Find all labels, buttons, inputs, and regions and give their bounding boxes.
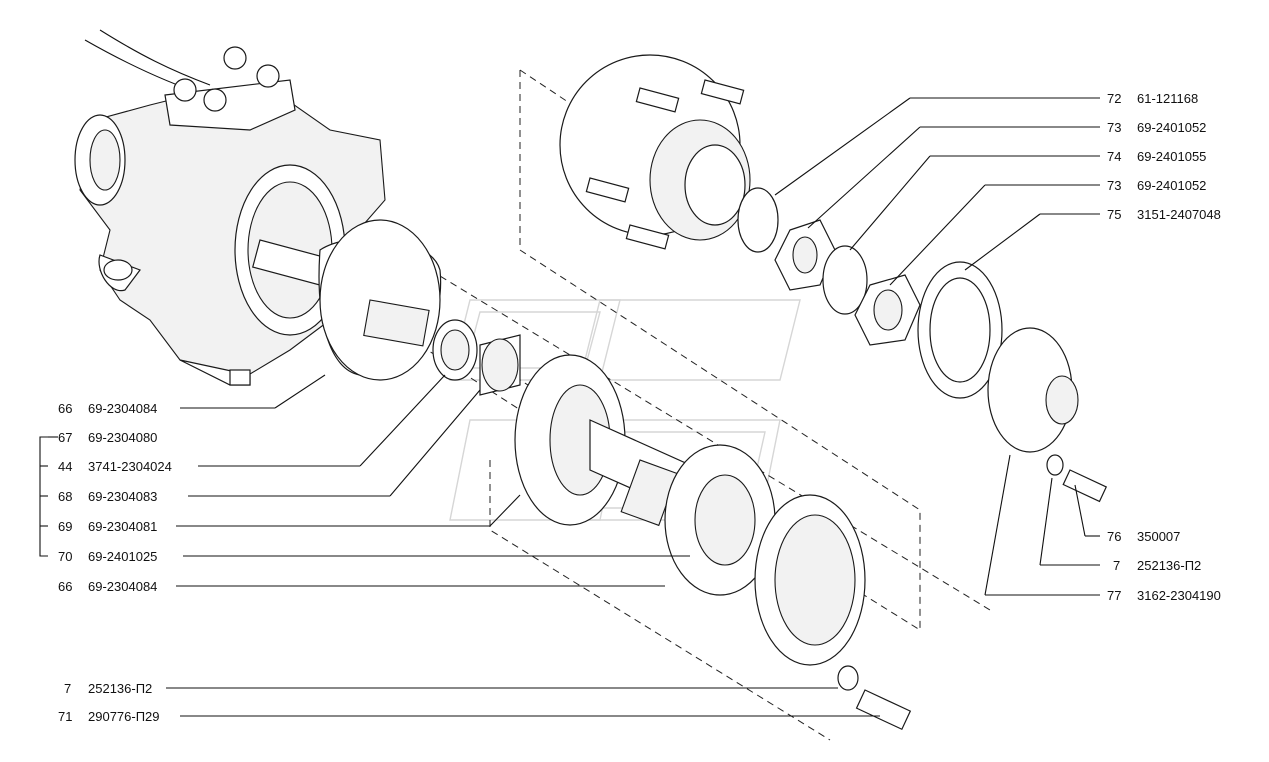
callout-44-code: 3741-2304024 bbox=[88, 459, 172, 474]
callout-76-code: 350007 bbox=[1137, 529, 1180, 544]
callout-77-num: 77 bbox=[1107, 588, 1121, 603]
callout-7-right-num: 7 bbox=[1113, 558, 1120, 573]
right-flange-parts bbox=[837, 261, 1108, 731]
callout-7-left-code: 252136-П2 bbox=[88, 681, 152, 696]
callout-66b-num: 66 bbox=[58, 579, 72, 594]
callout-74-num: 74 bbox=[1107, 149, 1121, 164]
callout-76-num: 76 bbox=[1107, 529, 1121, 544]
callout-69-code: 69-2304081 bbox=[88, 519, 157, 534]
callout-labels-right: 72 61-121168 73 69-2401052 74 69-2401055… bbox=[1107, 91, 1221, 603]
knuckle-housing bbox=[74, 29, 386, 386]
wheel-hub bbox=[559, 54, 921, 346]
callout-72-code: 61-121168 bbox=[1137, 91, 1198, 106]
callout-66-code: 69-2304084 bbox=[88, 401, 157, 416]
callout-73-code: 69-2401052 bbox=[1137, 120, 1206, 135]
callout-77-code: 3162-2304190 bbox=[1137, 588, 1221, 603]
callout-74-code: 69-2401055 bbox=[1137, 149, 1206, 164]
callout-73-num: 73 bbox=[1107, 120, 1121, 135]
callout-7-left-num: 7 bbox=[64, 681, 71, 696]
callout-67-code: 69-2304080 bbox=[88, 430, 157, 445]
callout-67-num: 67 bbox=[58, 430, 72, 445]
callout-71-num: 71 bbox=[58, 709, 72, 724]
callout-75-code: 3151-2407048 bbox=[1137, 207, 1221, 222]
callout-73b-num: 73 bbox=[1107, 178, 1121, 193]
callout-73b-code: 69-2401052 bbox=[1137, 178, 1206, 193]
callout-70-code: 69-2401025 bbox=[88, 549, 157, 564]
callout-69-num: 69 bbox=[58, 519, 72, 534]
callout-68-code: 69-2304083 bbox=[88, 489, 157, 504]
callout-44-num: 44 bbox=[58, 459, 72, 474]
callout-labels-left: 66 69-2304084 67 69-2304080 44 3741-2304… bbox=[58, 401, 172, 724]
axle-shaft-parts bbox=[318, 219, 521, 396]
callout-66-num: 66 bbox=[58, 401, 72, 416]
drive-flange bbox=[514, 354, 866, 666]
callout-7-right-code: 252136-П2 bbox=[1137, 558, 1201, 573]
callout-71-code: 290776-П29 bbox=[88, 709, 160, 724]
leader-lines bbox=[39, 97, 1100, 717]
callout-68-num: 68 bbox=[58, 489, 72, 504]
callout-70-num: 70 bbox=[58, 549, 72, 564]
callout-75-num: 75 bbox=[1107, 207, 1121, 222]
callout-72-num: 72 bbox=[1107, 91, 1121, 106]
callout-66b-code: 69-2304084 bbox=[88, 579, 157, 594]
